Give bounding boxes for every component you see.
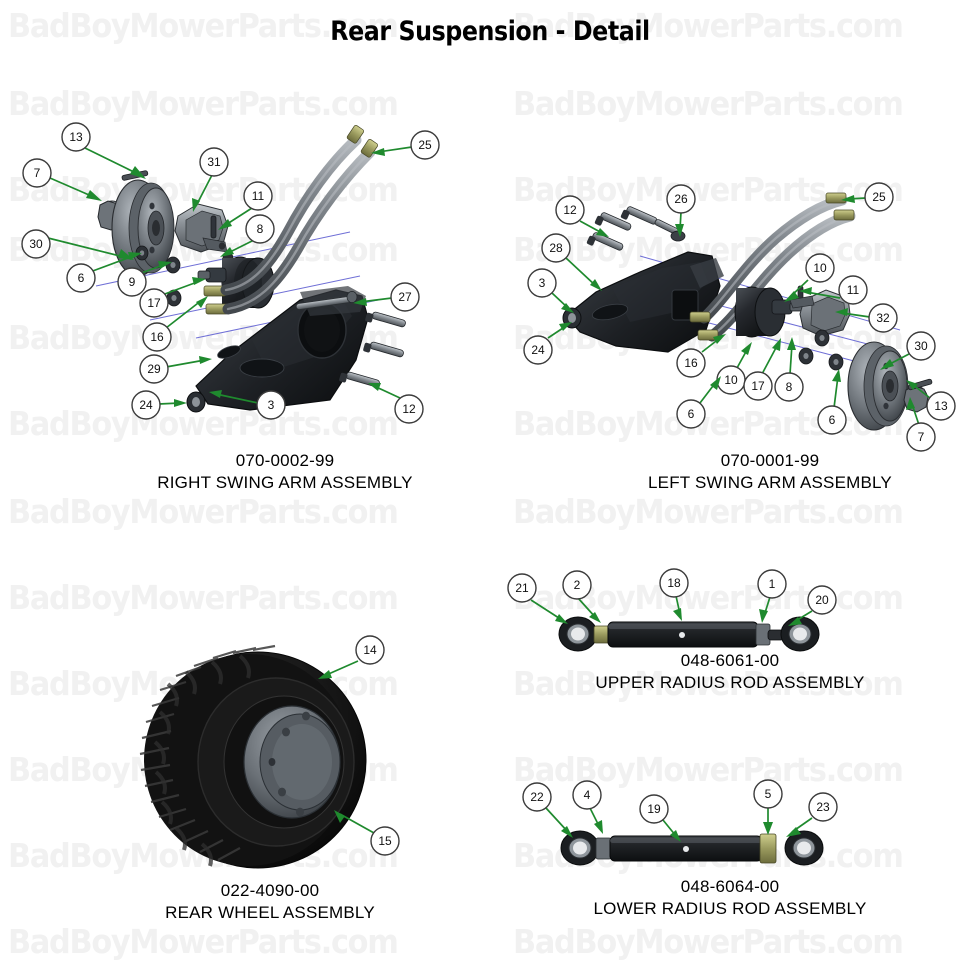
callout-17-lsa[interactable]: 17 (743, 338, 781, 401)
assembly-name: UPPER RADIUS ROD ASSEMBLY (595, 673, 865, 692)
callout-label: 12 (563, 203, 577, 217)
callout-label: 23 (816, 800, 830, 814)
callout-17-rsa[interactable]: 17 (139, 277, 206, 318)
part-number: 070-0001-99 (720, 451, 820, 470)
callout-24-lsa[interactable]: 24 (523, 322, 572, 365)
callout-21-upper[interactable]: 21 (507, 573, 568, 624)
callout-3-lsa[interactable]: 3 (527, 268, 574, 313)
callout-label: 25 (872, 190, 886, 204)
callout-label: 13 (934, 399, 948, 413)
callout-22-lower[interactable]: 22 (522, 782, 573, 838)
caption-rear-wheel: 022-4090-00 REAR WHEEL ASSEMBLY (75, 880, 465, 924)
callout-label: 27 (398, 290, 412, 304)
callout-13-rsa[interactable]: 13 (61, 122, 146, 179)
callout-label: 22 (530, 790, 544, 804)
callout-30-lsa[interactable]: 30 (880, 331, 936, 370)
callout-label: 17 (751, 379, 765, 393)
callout-32-lsa[interactable]: 32 (835, 303, 898, 333)
callout-label: 17 (147, 296, 161, 310)
assembly-name: LEFT SWING ARM ASSEMBLY (648, 473, 892, 492)
callout-19-lower[interactable]: 19 (639, 794, 681, 842)
caption-upper-radius-rod: 048-6061-00 UPPER RADIUS ROD ASSEMBLY (520, 650, 940, 694)
part-number: 022-4090-00 (220, 881, 320, 900)
callout-label: 14 (363, 643, 377, 657)
callout-12-rsa[interactable]: 12 (368, 383, 424, 424)
callout-label: 24 (531, 343, 545, 357)
callout-label: 10 (724, 373, 738, 387)
callout-label: 16 (684, 356, 698, 370)
part-number: 048-6064-00 (680, 877, 780, 896)
callout-label: 6 (829, 413, 836, 427)
callout-14-wheel[interactable]: 14 (318, 635, 385, 679)
callout-label: 30 (914, 339, 928, 353)
assembly-name: LOWER RADIUS ROD ASSEMBLY (593, 899, 867, 918)
callout-label: 12 (402, 402, 416, 416)
callout-16-lsa[interactable]: 16 (676, 334, 726, 378)
part-number: 070-0002-99 (235, 451, 335, 470)
callout-label: 30 (29, 237, 43, 251)
callout-label: 15 (378, 834, 392, 848)
callout-13-lsa[interactable]: 13 (906, 380, 956, 421)
callout-29-rsa[interactable]: 29 (139, 354, 212, 384)
caption-left-swing-arm: 070-0001-99 LEFT SWING ARM ASSEMBLY (565, 450, 975, 494)
callout-label: 5 (765, 787, 772, 801)
callout-label: 6 (688, 407, 695, 421)
caption-lower-radius-rod: 048-6064-00 LOWER RADIUS ROD ASSEMBLY (520, 876, 940, 920)
callout-6-lsa-b[interactable]: 6 (676, 376, 721, 429)
callout-label: 19 (647, 802, 661, 816)
callout-label: 4 (584, 788, 591, 802)
callout-label: 16 (150, 330, 164, 344)
page-title: Rear Suspension - Detail (330, 16, 650, 47)
assembly-name: REAR WHEEL ASSEMBLY (165, 903, 375, 922)
callout-label: 1 (769, 577, 776, 591)
callout-label: 7 (34, 166, 41, 180)
callout-label: 10 (813, 261, 827, 275)
callout-label: 11 (847, 283, 860, 297)
callout-label: 29 (147, 362, 161, 376)
callout-label: 21 (515, 581, 529, 595)
callout-9-rsa[interactable]: 9 (117, 261, 172, 297)
assembly-name: RIGHT SWING ARM ASSEMBLY (157, 473, 413, 492)
callout-25-rsa[interactable]: 25 (371, 130, 440, 160)
callout-3-rsa[interactable]: 3 (209, 390, 286, 420)
callout-7-rsa[interactable]: 7 (22, 158, 102, 201)
callout-label: 31 (207, 155, 221, 169)
callout-label: 11 (252, 189, 265, 203)
callout-label: 3 (268, 398, 275, 412)
callout-30-rsa[interactable]: 30 (21, 229, 134, 260)
callout-label: 20 (815, 593, 829, 607)
callout-12-lsa[interactable]: 12 (555, 195, 609, 237)
callout-31-rsa[interactable]: 31 (192, 147, 229, 212)
callout-6-lsa-a[interactable]: 6 (817, 369, 847, 435)
callout-11-lsa[interactable]: 11 (799, 275, 868, 305)
callout-label: 28 (549, 241, 563, 255)
callout-5-lower[interactable]: 5 (753, 779, 783, 835)
callout-23-lower[interactable]: 23 (786, 792, 838, 837)
callout-26-lsa[interactable]: 26 (666, 184, 696, 237)
caption-right-swing-arm: 070-0002-99 RIGHT SWING ARM ASSEMBLY (65, 450, 505, 494)
callout-1-upper[interactable]: 1 (757, 569, 787, 623)
callout-label: 6 (78, 271, 85, 285)
callout-label: 32 (876, 311, 890, 325)
callout-27-rsa[interactable]: 27 (353, 282, 420, 312)
callout-label: 3 (539, 276, 546, 290)
callout-label: 8 (786, 380, 793, 394)
callout-20-upper[interactable]: 20 (788, 585, 837, 626)
callout-label: 25 (418, 138, 432, 152)
callout-label: 7 (918, 430, 925, 444)
callout-label: 18 (667, 576, 681, 590)
callout-4-lower[interactable]: 4 (572, 780, 603, 834)
callout-15-wheel[interactable]: 15 (334, 810, 400, 856)
callout-label: 13 (69, 130, 83, 144)
callout-2-upper[interactable]: 2 (562, 570, 601, 623)
callout-24-rsa[interactable]: 24 (131, 390, 187, 420)
callout-label: 2 (574, 578, 581, 592)
callout-label: 9 (129, 275, 136, 289)
callout-25-lsa[interactable]: 25 (841, 182, 894, 212)
callout-label: 8 (257, 222, 264, 236)
callout-label: 24 (139, 398, 153, 412)
part-number: 048-6061-00 (680, 651, 780, 670)
callout-label: 26 (674, 192, 688, 206)
callout-18-upper[interactable]: 18 (659, 568, 689, 621)
